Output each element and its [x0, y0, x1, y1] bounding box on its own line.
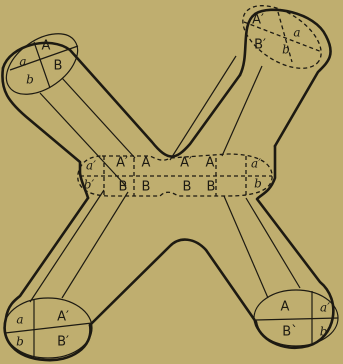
label-bottom-right-A: A: [281, 300, 290, 315]
label-bottom-left-A-prime: A′: [57, 310, 69, 325]
label-top-left-a: a: [19, 55, 26, 69]
outline-left-side: [2, 68, 88, 198]
top-right-end: A′ a B′ b: [232, 0, 332, 81]
outline-right-side: [90, 146, 333, 348]
label-top-right-A-prime: A′: [252, 13, 264, 28]
label-center-A-prime-2: A′: [180, 156, 192, 171]
label-top-right-b: b: [282, 43, 290, 57]
label-center-B-2: B: [142, 180, 151, 195]
label-top-left-A: A: [42, 39, 51, 54]
bottom-left-end: a A′ b B′: [4, 298, 92, 358]
label-center-B-1: B: [119, 180, 128, 195]
label-top-left-B: B: [54, 59, 63, 74]
label-center-a-prime-right: a′: [251, 157, 261, 171]
label-top-right-a: a: [293, 26, 300, 40]
label-center-A-2: A: [206, 156, 215, 171]
label-bottom-left-a: a: [16, 313, 23, 327]
label-top-left-b: b: [26, 73, 34, 87]
top-left-end: a A b B: [0, 21, 89, 106]
label-top-right-B-prime: B′: [254, 38, 266, 53]
label-bottom-right-a-prime: a′: [320, 301, 330, 315]
center-band: a′ A′ A A′ A a′ b′ B B B B b: [78, 154, 272, 196]
outline-top-right-arm: [240, 10, 331, 146]
label-bottom-right-B-grave: B`: [282, 325, 297, 340]
bottom-right-end: A a′ B` b′: [254, 290, 338, 346]
label-center-a-prime-left: a′: [86, 159, 96, 173]
label-center-A-prime-1: A′: [116, 156, 128, 171]
label-center-b-right: b: [254, 177, 262, 191]
label-center-B-3: B: [183, 180, 192, 195]
label-center-b-prime-left: b′: [84, 178, 95, 192]
label-bottom-left-B-prime: B′: [57, 335, 69, 350]
label-bottom-left-b: b: [16, 335, 24, 349]
label-center-A-1: A: [142, 156, 151, 171]
label-center-B-4: B: [207, 180, 216, 195]
label-bottom-right-b-prime: b′: [320, 325, 331, 339]
center-band-outline: [78, 154, 272, 196]
